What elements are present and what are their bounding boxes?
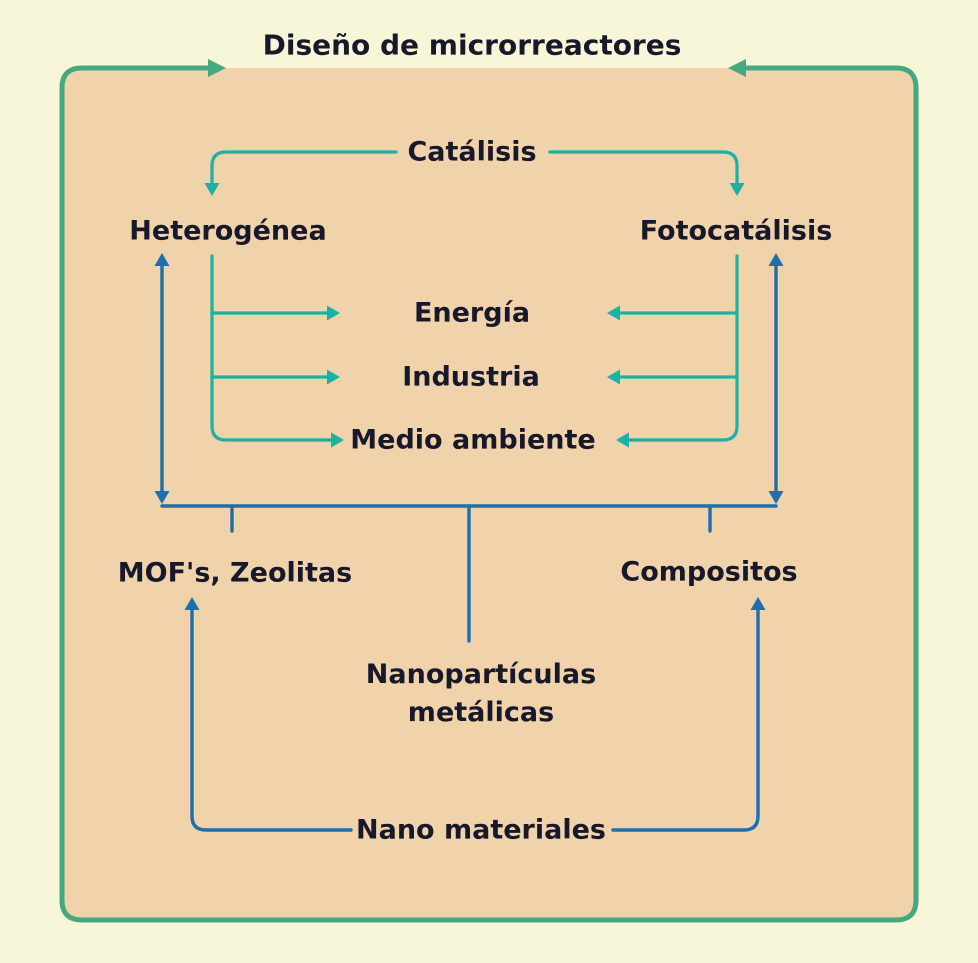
arrowhead-heterogenea-medio-ambiente-icon — [331, 432, 344, 448]
node-nanoparticulas-metalicas: Nanopartículas metálicas — [365, 659, 597, 728]
arrowhead-left-up-icon — [154, 253, 170, 266]
arrowhead-right-down-icon — [768, 491, 784, 504]
node-mofs-zeolitas: MOF's, Zeolitas — [117, 557, 353, 589]
connector-catalisis-fotocatalisis — [548, 150, 739, 185]
connector-heterogenea-medio-ambiente — [210, 254, 333, 442]
panel-border — [59, 65, 919, 923]
node-nano-materiales: Nano materiales — [356, 814, 606, 846]
node-heterogenea: Heterogénea — [129, 215, 327, 247]
arrowhead-right-up-icon — [768, 253, 784, 266]
border-arrow-right-icon — [728, 59, 746, 77]
node-fotocatalisis: Fotocatálisis — [639, 215, 833, 247]
node-energia: Energía — [413, 297, 531, 329]
arrowhead-catalisis-fotocatalisis-icon — [729, 183, 745, 196]
arrowhead-catalisis-heterogenea-icon — [204, 183, 220, 196]
arrowhead-heterogenea-industria-icon — [327, 369, 340, 385]
arrowhead-fotocatalisis-energia-icon — [607, 305, 620, 321]
connector-nanomateriales-mofs — [190, 608, 353, 832]
arrowhead-nanomateriales-compositos-icon — [750, 597, 766, 610]
arrowhead-fotocatalisis-industria-icon — [607, 369, 620, 385]
arrowhead-fotocatalisis-medio-ambiente-icon — [616, 432, 629, 448]
connector-fotocatalisis-medio-ambiente — [627, 254, 739, 442]
arrowhead-nanomateriales-mofs-icon — [184, 597, 200, 610]
connector-nanomateriales-compositos — [611, 608, 760, 832]
arrowhead-left-down-icon — [154, 491, 170, 504]
node-medio-ambiente: Medio ambiente — [350, 424, 596, 456]
border-arrow-left-icon — [208, 59, 226, 77]
diagram-title: Diseño de microrreactores — [262, 28, 682, 62]
arrowhead-heterogenea-energia-icon — [327, 305, 340, 321]
node-catalisis: Catálisis — [407, 136, 537, 168]
node-industria: Industria — [402, 361, 540, 393]
connector-catalisis-heterogenea — [210, 150, 398, 185]
node-compositos: Compositos — [620, 556, 798, 588]
panel-background — [62, 68, 916, 920]
